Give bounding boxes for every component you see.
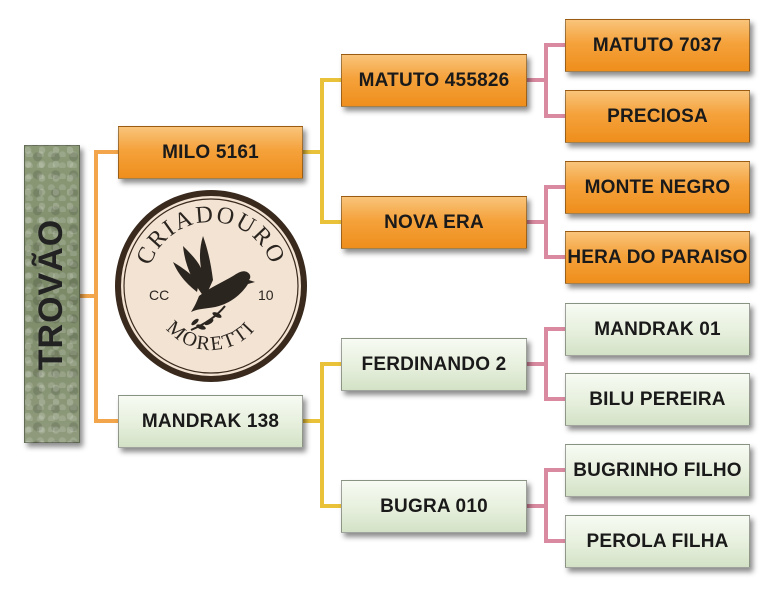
grandparent-name-4: BUGRA 010 xyxy=(380,495,488,517)
great-grandparent-box-1: MATUTO 7037 xyxy=(565,19,750,72)
criadouro-logo: CRIADOURO MORETTI CC 10 xyxy=(115,190,307,382)
great-grandparent-name-5: MANDRAK 01 xyxy=(594,318,721,340)
connector-sire-grandparents xyxy=(301,78,343,224)
great-grandparent-box-3: MONTE NEGRO xyxy=(565,161,750,214)
connector-gp3 xyxy=(525,327,567,401)
grandparent-name-1: MATUTO 455826 xyxy=(358,69,510,91)
great-grandparent-box-2: PRECIOSA xyxy=(565,90,750,143)
root-animal-name: TROVÃO xyxy=(32,218,71,370)
grandparent-box-1: MATUTO 455826 xyxy=(341,54,527,107)
great-grandparent-box-5: MANDRAK 01 xyxy=(565,303,750,356)
great-grandparent-box-6: BILU PEREIRA xyxy=(565,373,750,426)
connector-gp1 xyxy=(525,43,567,118)
grandparent-name-3: FERDINANDO 2 xyxy=(361,353,507,375)
sire-name: MILO 5161 xyxy=(162,141,259,163)
connector-gp4 xyxy=(525,468,567,543)
grandparent-box-4: BUGRA 010 xyxy=(341,480,527,533)
grandparent-box-3: FERDINANDO 2 xyxy=(341,338,527,391)
great-grandparent-box-4: HERA DO PARAISO xyxy=(565,231,750,284)
great-grandparent-name-8: PEROLA FILHA xyxy=(586,530,729,552)
sire-box: MILO 5161 xyxy=(118,126,303,179)
connector-dam-grandparents xyxy=(301,362,343,508)
logo-right-text: 10 xyxy=(258,287,274,303)
great-grandparent-name-2: PRECIOSA xyxy=(607,105,708,127)
grandparent-name-2: NOVA ERA xyxy=(384,211,484,233)
dam-name: MANDRAK 138 xyxy=(141,410,280,432)
dam-box: MANDRAK 138 xyxy=(118,395,303,448)
great-grandparent-name-1: MATUTO 7037 xyxy=(592,34,723,56)
root-animal-box: TROVÃO xyxy=(24,145,80,443)
dove-with-olive-branch-icon xyxy=(173,236,255,331)
great-grandparent-name-3: MONTE NEGRO xyxy=(584,176,731,198)
great-grandparent-box-8: PEROLA FILHA xyxy=(565,515,750,568)
logo-left-text: CC xyxy=(149,287,169,303)
great-grandparent-name-4: HERA DO PARAISO xyxy=(567,246,748,268)
connector-gp2 xyxy=(525,185,567,259)
connector-root-parents xyxy=(78,150,120,423)
grandparent-box-2: NOVA ERA xyxy=(341,196,527,249)
great-grandparent-box-7: BUGRINHO FILHO xyxy=(565,444,750,497)
great-grandparent-name-6: BILU PEREIRA xyxy=(589,388,726,410)
great-grandparent-name-7: BUGRINHO FILHO xyxy=(573,459,742,481)
